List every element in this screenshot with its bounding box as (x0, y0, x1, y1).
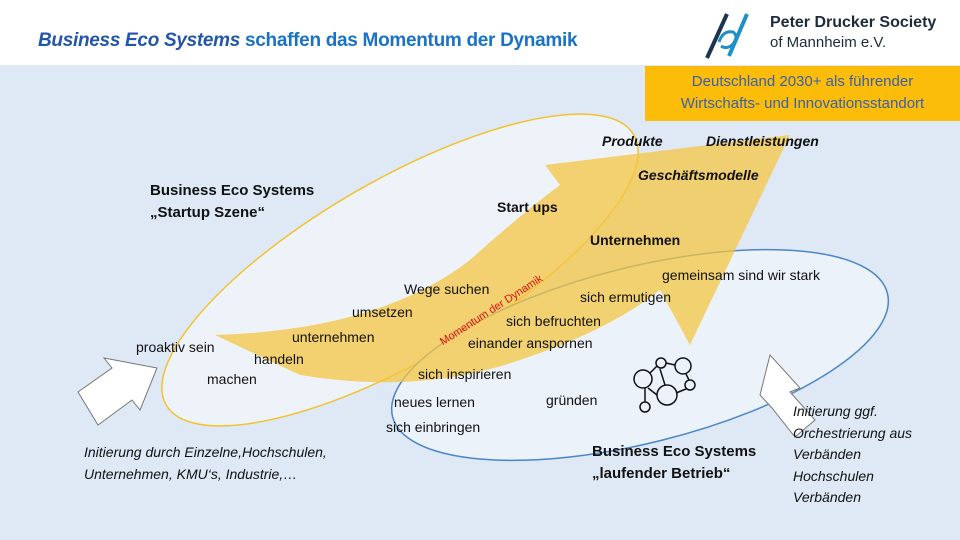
verb: gemeinsam sind wir stark (662, 267, 820, 283)
label-startups: Start ups (497, 199, 558, 215)
network-icon (633, 357, 696, 413)
verb: machen (207, 371, 257, 387)
initiation-right: Verbänden (793, 446, 861, 462)
verb: neues lernen (394, 394, 475, 410)
goal-line1: Deutschland 2030+ als führender (691, 73, 914, 90)
initiation-left-line2: Unternehmen, KMU‘s, Industrie,… (84, 466, 298, 482)
arrow-left-white (77, 357, 158, 426)
arrow-right-white (759, 353, 816, 438)
goal-line2: Wirtschafts- und Innovationsstandort (680, 95, 925, 112)
verb: unternehmen (292, 329, 375, 345)
org-name: Peter Drucker Society (770, 14, 937, 31)
verb: Wege suchen (404, 281, 490, 297)
logo-icon (705, 13, 749, 59)
label-produkte: Produkte (602, 133, 663, 149)
goal-banner: Deutschland 2030+ als führender Wirtscha… (645, 66, 960, 121)
verb: sich befruchten (506, 313, 601, 329)
initiation-right: Hochschulen (793, 468, 874, 484)
label-geschaeftsmodelle: Geschäftsmodelle (638, 167, 759, 183)
initiation-right: Initierung ggf. (793, 403, 878, 419)
momentum-arrow (215, 135, 790, 383)
initiation-right: Orchestrierung aus (793, 425, 913, 441)
initiation-right: Verbänden (793, 489, 861, 505)
org-city: of Mannheim e.V. (770, 34, 887, 51)
startup-title2: „Startup Szene“ (150, 204, 266, 221)
verb: sich ermutigen (580, 289, 672, 305)
betrieb-title1: Business Eco Systems (592, 443, 757, 460)
verb: gründen (546, 392, 598, 408)
initiation-left-line1: Initierung durch Einzelne,Hochschulen, (84, 444, 327, 460)
verb: umsetzen (352, 304, 413, 320)
verb: sich einbringen (386, 419, 481, 435)
label-dienstleistungen: Dienstleistungen (706, 133, 819, 149)
label-unternehmen: Unternehmen (590, 232, 681, 248)
verb: proaktiv sein (136, 339, 215, 355)
verb: einander anspornen (468, 335, 593, 351)
slide-title: Business Eco Systems schaffen das Moment… (38, 30, 578, 51)
startup-title1: Business Eco Systems (150, 182, 315, 199)
verb: sich inspirieren (418, 366, 512, 382)
betrieb-title2: „laufender Betrieb“ (592, 465, 731, 482)
header: Business Eco Systems schaffen das Moment… (0, 0, 960, 65)
verb: handeln (254, 351, 304, 367)
